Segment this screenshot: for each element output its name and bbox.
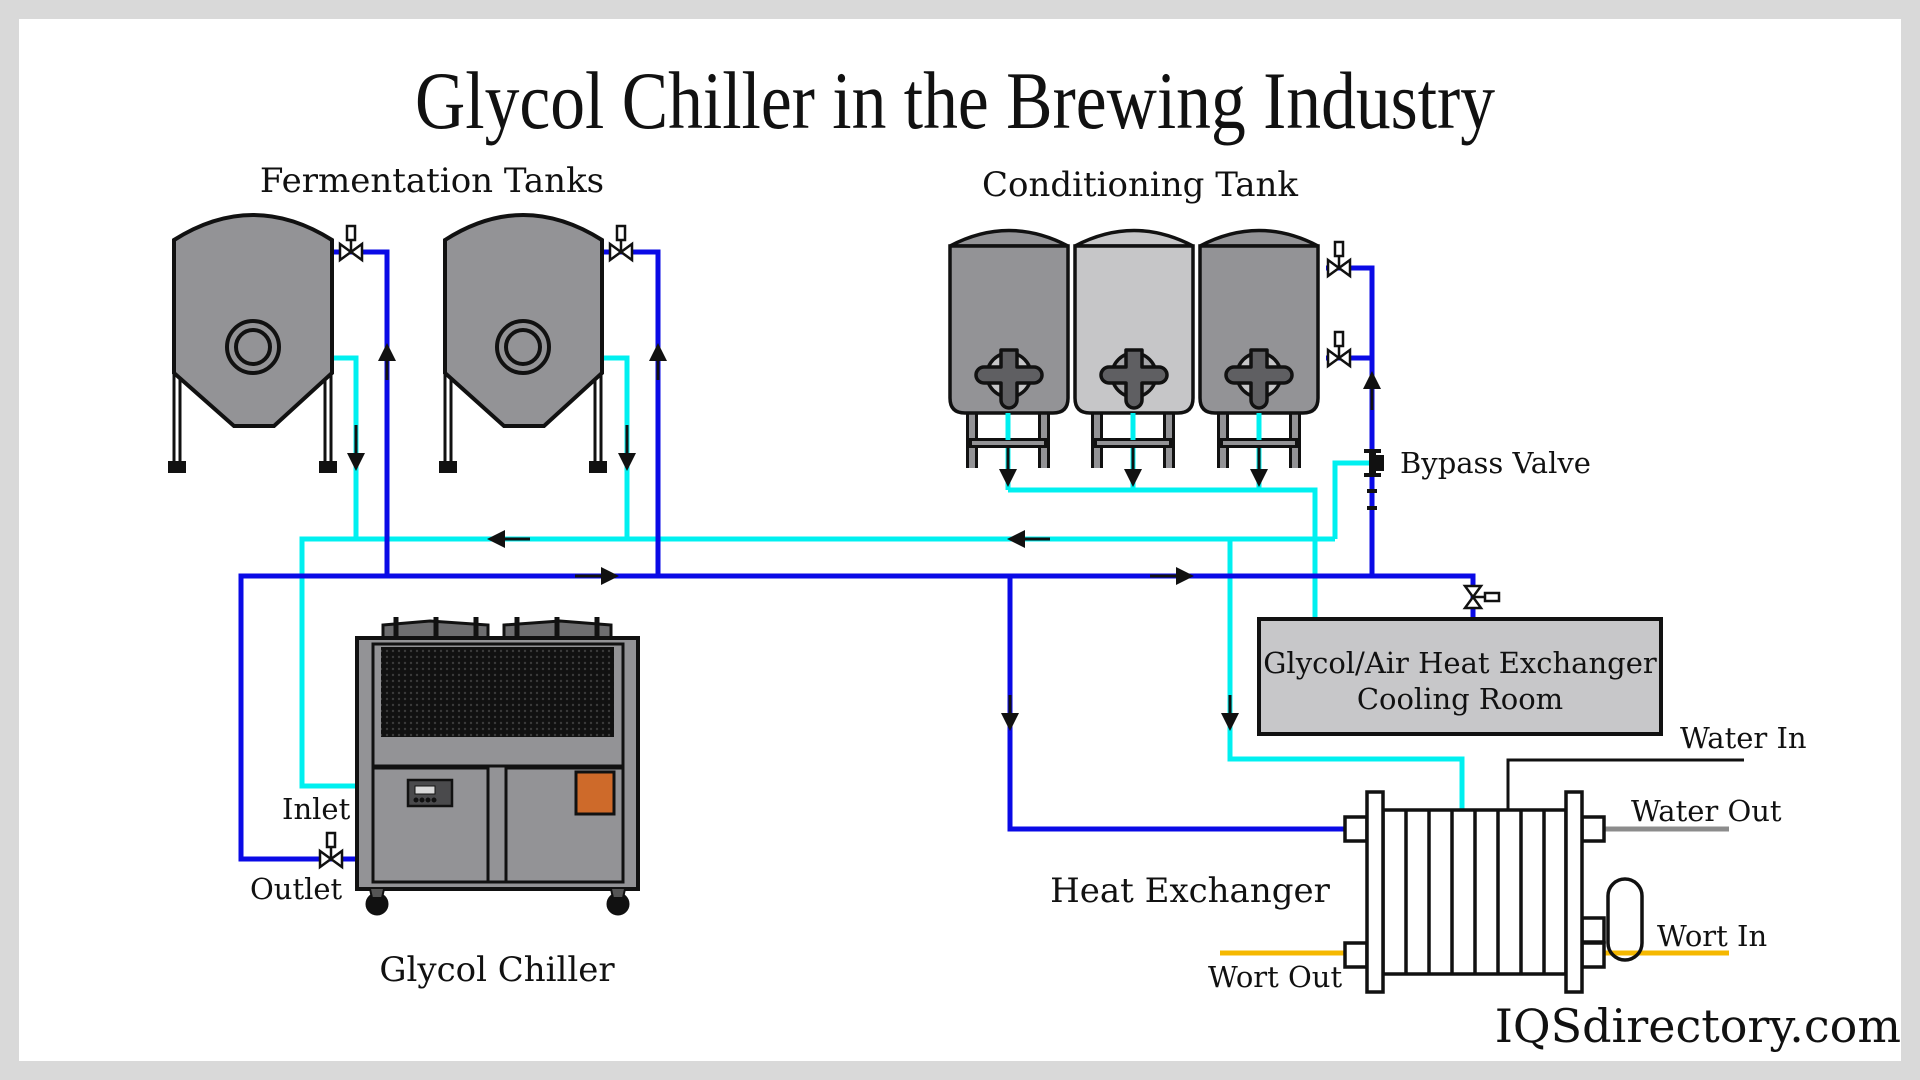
fan-housing-left	[381, 617, 490, 640]
wort-out-label: Wort Out	[1208, 960, 1342, 994]
conditioning-tank-3	[1198, 228, 1320, 468]
wort-in-label: Wort In	[1657, 919, 1767, 953]
fermentation-tank-2	[439, 213, 607, 473]
conditioning-tank-label: Conditioning Tank	[982, 165, 1298, 205]
conditioning-drops-overlay	[1005, 413, 1262, 440]
valve-icon[interactable]	[318, 831, 344, 870]
valve-icon[interactable]	[1462, 584, 1501, 610]
glycol-chiller-unit	[355, 617, 640, 916]
valve-icon[interactable]	[1326, 330, 1352, 369]
valve-icon[interactable]	[608, 224, 634, 263]
wort-in-loop	[1606, 877, 1644, 962]
bypass-valve-icon[interactable]	[1364, 449, 1384, 510]
outlet-label: Outlet	[250, 872, 343, 906]
ferm2-return-pipe	[602, 355, 630, 539]
heat-exchanger-label: Heat Exchanger	[1050, 871, 1331, 911]
condenser-grille	[381, 647, 614, 737]
hx-supply-pipe	[1007, 576, 1345, 832]
water-in-line	[1506, 758, 1744, 810]
ferm2-supply-pipe	[602, 249, 661, 576]
cooling-room-box: Glycol/Air Heat Exchanger Cooling Room	[1257, 617, 1663, 736]
fermentation-tanks-label: Fermentation Tanks	[260, 161, 604, 201]
return-lines	[299, 355, 1465, 810]
cooling-room-label-line2: Cooling Room	[1357, 682, 1563, 716]
bypass-return-pipe	[1332, 460, 1372, 539]
access-panel	[574, 770, 616, 816]
bypass-valve-label: Bypass Valve	[1400, 446, 1591, 480]
cooling-room-label-line1: Glycol/Air Heat Exchanger	[1263, 646, 1657, 680]
conditioning-tanks	[948, 228, 1320, 468]
valve-icon[interactable]	[1326, 240, 1352, 279]
external-lines	[1220, 758, 1744, 956]
page-title: Glycol Chiller in the Brewing Industry	[415, 55, 1495, 146]
watermark-logo[interactable]: IQSdirectory.com	[1495, 999, 1901, 1053]
conditioning-tank-1	[948, 228, 1070, 468]
ferm1-supply-pipe	[332, 249, 390, 576]
fermentation-tank-1	[168, 213, 337, 473]
water-in-label: Water In	[1680, 721, 1807, 755]
glycol-chiller-label: Glycol Chiller	[379, 950, 615, 990]
valves	[318, 224, 1501, 870]
main-return-header	[299, 536, 1335, 789]
ferm1-return-pipe	[332, 355, 359, 539]
fan-housing-right	[502, 617, 613, 640]
hx-return-pipe	[1227, 539, 1465, 810]
inlet-label: Inlet	[282, 792, 351, 826]
control-panel-icon[interactable]	[406, 778, 454, 808]
valve-icon[interactable]	[338, 224, 364, 263]
hx-plates	[1404, 810, 1546, 974]
conditioning-collector-pipe	[1008, 487, 1318, 619]
conditioning-tank-2	[1073, 228, 1195, 468]
water-out-label: Water Out	[1631, 794, 1782, 828]
heat-exchanger	[1343, 790, 1644, 994]
